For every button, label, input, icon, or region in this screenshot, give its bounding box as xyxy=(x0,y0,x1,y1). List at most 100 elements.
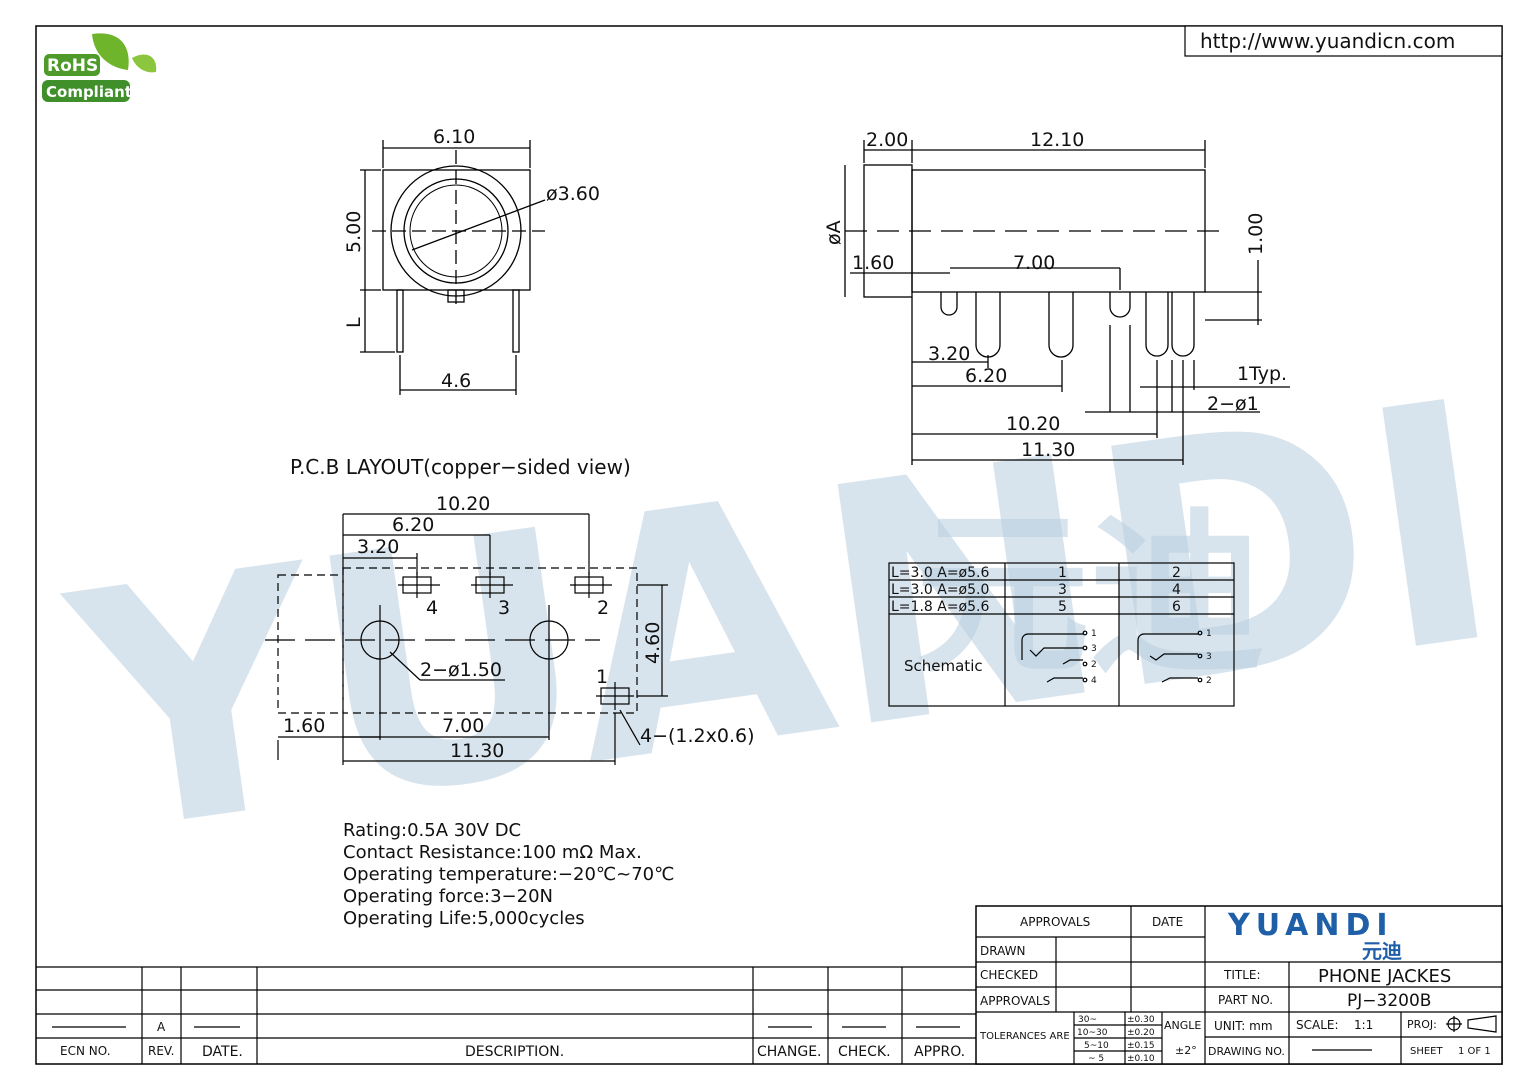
pcb-dim-3-20: 3.20 xyxy=(357,536,399,558)
variant-cell: 3 xyxy=(1058,582,1067,598)
variant-cell: 1 xyxy=(1058,565,1067,581)
dim-1-typ: 1Typ. xyxy=(1237,363,1287,385)
schematic-pin: 3 xyxy=(1206,652,1212,662)
variant-cell: L=1.8 A=ø5.6 xyxy=(891,599,989,615)
schematic-pin: 1 xyxy=(1091,629,1097,639)
dim-2-00: 2.00 xyxy=(866,129,908,151)
dim-7-00: 7.00 xyxy=(1013,252,1055,274)
tol-range: 10~30 xyxy=(1077,1028,1108,1038)
rev-header: DATE. xyxy=(202,1044,243,1060)
spec-line: Operating temperature:−20℃~70℃ xyxy=(343,864,674,885)
watermark: YUANDI 元迪 xyxy=(49,330,1519,909)
schematic-pin: 4 xyxy=(1091,676,1097,686)
angle-label: ANGLE xyxy=(1164,1019,1201,1032)
schematic-pin: 3 xyxy=(1091,644,1097,654)
unit-label: UNIT: mm xyxy=(1214,1019,1273,1033)
pcb-pin-label: 3 xyxy=(498,597,510,619)
scale-value: 1:1 xyxy=(1354,1018,1373,1032)
side-view-labels: 2.00 12.10 øA 1.00 1.60 7.00 3.20 6.20 1… xyxy=(823,129,1287,461)
revision-labels: A ECN NO. REV. DATE. DESCRIPTION. CHANGE… xyxy=(60,1020,965,1060)
rev-value: A xyxy=(157,1020,166,1034)
title-label: TITLE: xyxy=(1223,968,1261,982)
rev-header: ECN NO. xyxy=(60,1044,111,1058)
dim-2-phi-1: 2−ø1 xyxy=(1207,393,1259,415)
part-label: PART NO. xyxy=(1218,993,1273,1007)
dim-12-10: 12.10 xyxy=(1030,129,1084,151)
rev-header: CHECK. xyxy=(838,1044,891,1060)
dim-10-20: 10.20 xyxy=(1006,413,1060,435)
rohs-badge: RoHS Compliant xyxy=(42,33,157,102)
variant-cell: L=3.0 A=ø5.6 xyxy=(891,565,989,581)
rev-header: CHANGE. xyxy=(757,1044,822,1060)
specifications: Rating:0.5A 30V DC Contact Resistance:10… xyxy=(343,820,674,929)
pcb-dim-10-20: 10.20 xyxy=(436,493,490,515)
pcb-dim-6-20: 6.20 xyxy=(392,514,434,536)
date-header: DATE xyxy=(1152,915,1183,929)
dim-pin-length: L xyxy=(343,317,365,328)
proj-label: PROJ: xyxy=(1407,1018,1437,1031)
schematic-pin: 2 xyxy=(1091,660,1097,670)
dim-pin-span: 4.6 xyxy=(441,370,471,392)
pcb-pin-label: 2 xyxy=(597,597,609,619)
scale-label: SCALE: xyxy=(1296,1018,1339,1032)
angle-value: ±2° xyxy=(1175,1044,1197,1057)
title-value: PHONE JACKES xyxy=(1318,966,1451,987)
watermark-cjk: 元迪 xyxy=(915,494,1265,697)
drawn-label: DRAWN xyxy=(980,944,1026,958)
front-view-labels: 6.10 5.00 ø3.60 L 4.6 xyxy=(343,126,600,392)
checked-label: CHECKED xyxy=(980,968,1038,982)
dim-3-20: 3.20 xyxy=(928,343,970,365)
tol-value: ±0.15 xyxy=(1127,1041,1155,1051)
brand-logo: YUANDI xyxy=(1227,908,1394,943)
spec-line: Operating Life:5,000cycles xyxy=(343,908,585,929)
dim-height: 5.00 xyxy=(343,211,365,253)
tol-range: 5~10 xyxy=(1084,1041,1109,1051)
pcb-pads: 4−(1.2x0.6) xyxy=(640,725,755,747)
watermark-latin: YUANDI xyxy=(49,330,1519,909)
spec-line: Rating:0.5A 30V DC xyxy=(343,820,521,841)
approvals-label: APPROVALS xyxy=(980,994,1050,1008)
variant-cell: L=3.0 A=ø5.0 xyxy=(891,582,989,598)
dim-width: 6.10 xyxy=(433,126,475,148)
sheet-border xyxy=(35,25,1503,1065)
rev-header: APPRO. xyxy=(914,1044,965,1060)
tol-range: 30~ xyxy=(1078,1015,1097,1025)
revision-block xyxy=(36,966,976,1064)
variant-cell: 4 xyxy=(1172,582,1181,598)
title-block xyxy=(975,905,1503,1065)
dim-6-20: 6.20 xyxy=(965,365,1007,387)
tol-value: ±0.10 xyxy=(1127,1054,1155,1064)
dim-phi-a: øA xyxy=(823,220,845,245)
schematic-label: Schematic xyxy=(904,657,983,675)
variant-table xyxy=(888,562,1235,707)
pcb-holes: 2−ø1.50 xyxy=(420,659,502,681)
rev-header: REV. xyxy=(148,1044,174,1058)
drawing-no-label: DRAWING NO. xyxy=(1208,1045,1285,1058)
variant-cell: 6 xyxy=(1172,599,1181,615)
rev-header: DESCRIPTION. xyxy=(465,1044,564,1060)
leaf-icon xyxy=(92,33,129,70)
sheet-value: 1 OF 1 xyxy=(1458,1046,1491,1057)
schematic-pin: 2 xyxy=(1206,676,1212,686)
spec-line: Operating force:3−20N xyxy=(343,886,553,907)
brand-logo-cjk: 元迪 xyxy=(1362,939,1402,963)
variant-cell: 5 xyxy=(1058,599,1067,615)
tol-range: ~ 5 xyxy=(1088,1054,1104,1064)
rohs-label: RoHS xyxy=(47,56,98,76)
sheet-label: SHEET xyxy=(1410,1046,1444,1057)
rohs-compliant: Compliant xyxy=(46,83,132,101)
part-value: PJ−3200B xyxy=(1347,991,1431,1011)
pcb-dim-11-30: 11.30 xyxy=(450,740,504,762)
tolerances-label: TOLERANCES ARE xyxy=(979,1031,1070,1042)
pcb-layout xyxy=(265,513,668,765)
approvals-header: APPROVALS xyxy=(1020,915,1090,929)
schematic-pin: 1 xyxy=(1206,629,1212,639)
pcb-labels: 10.20 6.20 3.20 4.60 2−ø1.50 4−(1.2x0.6)… xyxy=(283,493,755,762)
dim-1-00: 1.00 xyxy=(1245,213,1267,255)
pcb-dim-1-60: 1.60 xyxy=(283,715,325,737)
pcb-pin-label: 1 xyxy=(596,666,608,688)
pcb-title: P.C.B LAYOUT(copper−sided view) xyxy=(290,455,631,479)
pcb-pin-label: 4 xyxy=(426,597,438,619)
spec-line: Contact Resistance:100 mΩ Max. xyxy=(343,842,642,863)
